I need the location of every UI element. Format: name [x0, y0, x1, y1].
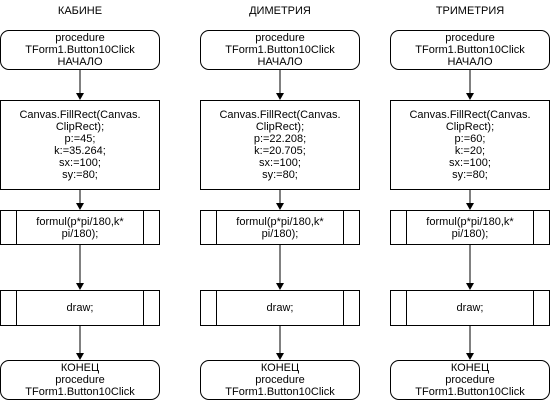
box-text-line: TForm1.Button10Click — [225, 44, 335, 56]
box-text-line: draw; — [66, 302, 94, 314]
box-text-line: sy:=80; — [62, 169, 98, 181]
process-block: Canvas.FillRect(Canvas. ClipRect); p:=60… — [390, 100, 550, 190]
box-text-line: procedure — [445, 32, 495, 44]
formul-subroutine-block: formul(p*pi/180,k* pi/180); — [0, 210, 160, 245]
box-text-line: ClipRect); — [255, 121, 305, 133]
box-text-line: НАЧАЛО — [57, 56, 103, 68]
box-text-line: k:=20.705; — [254, 145, 306, 157]
process-block: Canvas.FillRect(Canvas. ClipRect); p:=22… — [200, 100, 360, 190]
box-text-line: pi/180); — [61, 227, 99, 240]
box-text-line: sy:=80; — [262, 169, 298, 181]
arrow-head-icon — [76, 353, 84, 360]
box-text-line: sx:=100; — [259, 157, 301, 169]
column-title: ТРИМЕТРИЯ — [435, 5, 505, 17]
box-text-line: КОНЕЦ — [450, 362, 490, 374]
box-text-line: procedure — [55, 374, 105, 386]
box-text-line: TForm1.Button10Click — [225, 386, 335, 398]
arrow-head-icon — [76, 93, 84, 100]
arrow-head-icon — [76, 203, 84, 210]
arrow-head-icon — [76, 283, 84, 290]
box-text-line: sx:=100; — [59, 157, 101, 169]
box-text-line: Canvas.FillRect(Canvas. — [19, 109, 141, 121]
box-text-line: TForm1.Button10Click — [415, 44, 525, 56]
box-text-line: sx:=100; — [449, 157, 491, 169]
box-text-line: p:=60; — [454, 133, 486, 145]
box-text-line: procedure — [445, 374, 495, 386]
box-text-line: НАЧАЛО — [447, 56, 493, 68]
end-terminator: КОНЕЦ procedure TForm1.Button10Click — [0, 360, 160, 400]
box-text-line: draw; — [456, 302, 484, 314]
box-text-line: Canvas.FillRect(Canvas. — [219, 109, 341, 121]
box-text-line: procedure — [255, 32, 305, 44]
end-terminator: КОНЕЦ procedure TForm1.Button10Click — [390, 360, 550, 400]
arrow-head-icon — [276, 203, 284, 210]
box-text-line: TForm1.Button10Click — [415, 386, 525, 398]
formul-subroutine-block: formul(p*pi/180,k* pi/180); — [200, 210, 360, 245]
arrow-head-icon — [276, 353, 284, 360]
box-text-line: TForm1.Button10Click — [25, 44, 135, 56]
box-text-line: formul(p*pi/180,k* — [426, 215, 514, 228]
box-text-line: draw; — [266, 302, 294, 314]
arrow-head-icon — [276, 93, 284, 100]
box-text-line: procedure — [255, 374, 305, 386]
box-text-line: procedure — [55, 32, 105, 44]
box-text-line: p:=22.208; — [253, 133, 307, 145]
box-text-line: НАЧАЛО — [257, 56, 303, 68]
box-text-line: КОНЕЦ — [260, 362, 300, 374]
box-text-line: ClipRect); — [445, 121, 495, 133]
end-terminator: КОНЕЦ procedure TForm1.Button10Click — [200, 360, 360, 400]
arrow-head-icon — [466, 283, 474, 290]
box-text-line: Canvas.FillRect(Canvas. — [409, 109, 531, 121]
box-text-line: ClipRect); — [55, 121, 105, 133]
process-block: Canvas.FillRect(Canvas. ClipRect); p:=45… — [0, 100, 160, 190]
box-text-line: TForm1.Button10Click — [25, 386, 135, 398]
start-terminator: procedure TForm1.Button10Click НАЧАЛО — [0, 30, 160, 70]
box-text-line: sy:=80; — [452, 169, 488, 181]
start-terminator: procedure TForm1.Button10Click НАЧАЛО — [390, 30, 550, 70]
formul-subroutine-block: formul(p*pi/180,k* pi/180); — [390, 210, 550, 245]
box-text-line: pi/180); — [451, 227, 489, 240]
box-text-line: p:=45; — [64, 133, 96, 145]
draw-subroutine-block: draw; — [390, 290, 550, 326]
arrow-head-icon — [466, 93, 474, 100]
box-text-line: formul(p*pi/180,k* — [236, 215, 324, 228]
draw-subroutine-block: draw; — [200, 290, 360, 326]
box-text-line: k:=20; — [454, 145, 486, 157]
box-text-line: pi/180); — [261, 227, 299, 240]
box-text-line: k:=35.264; — [54, 145, 106, 157]
arrow-head-icon — [466, 353, 474, 360]
arrow-head-icon — [276, 283, 284, 290]
column-title: КАБИНЕ — [57, 5, 103, 17]
box-text-line: formul(p*pi/180,k* — [36, 215, 124, 228]
arrow-head-icon — [466, 203, 474, 210]
column-title: ДИМЕТРИЯ — [249, 5, 311, 17]
box-text-line: КОНЕЦ — [60, 362, 100, 374]
start-terminator: procedure TForm1.Button10Click НАЧАЛО — [200, 30, 360, 70]
draw-subroutine-block: draw; — [0, 290, 160, 326]
